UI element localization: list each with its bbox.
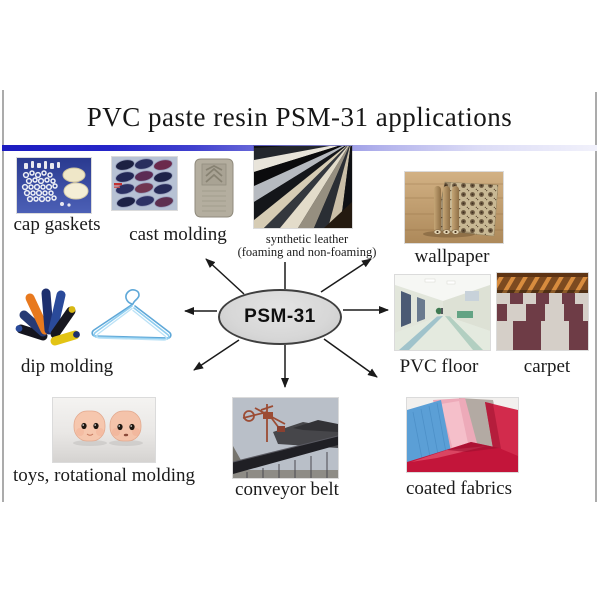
cast-molding-label: cast molding — [129, 224, 227, 245]
conveyor-belt-label: conveyor belt — [235, 479, 339, 500]
hub-label: PSM-31 — [244, 306, 316, 327]
coated-fabrics-photo — [407, 398, 518, 472]
toys-doll-heads-photo — [53, 398, 155, 462]
dip-molding-tools-graphic — [13, 284, 85, 356]
slide-right-border — [595, 92, 597, 502]
cast-molding-car-mat-photo — [194, 157, 234, 219]
pvc-floor-label: PVC floor — [399, 356, 479, 377]
synthetic-leather-photo — [254, 146, 352, 228]
synthetic-leather-label-line2: (foaming and non-foaming) — [237, 245, 377, 259]
cap-gaskets-photo — [17, 158, 91, 213]
coated-fabrics-label: coated fabrics — [405, 478, 513, 499]
toys-label: toys, rotational molding — [12, 465, 196, 486]
conveyor-belt-photo — [233, 398, 338, 478]
slide-left-border — [2, 90, 4, 502]
carpet-photo — [497, 273, 588, 350]
dip-molding-label: dip molding — [20, 356, 114, 377]
slide-title: PVC paste resin PSM-31 applications — [86, 102, 513, 132]
cap-gaskets-label: cap gaskets — [13, 214, 101, 235]
synthetic-leather-label-line1: synthetic leather — [265, 232, 349, 246]
hub-node-psm31: PSM-31 — [218, 289, 342, 345]
wallpaper-photo — [405, 172, 503, 243]
carpet-label: carpet — [523, 356, 571, 377]
dip-molding-hanger-graphic — [82, 286, 178, 350]
cast-molding-soles-photo — [112, 157, 177, 210]
pvc-floor-photo — [395, 275, 490, 350]
wallpaper-label: wallpaper — [414, 246, 490, 267]
